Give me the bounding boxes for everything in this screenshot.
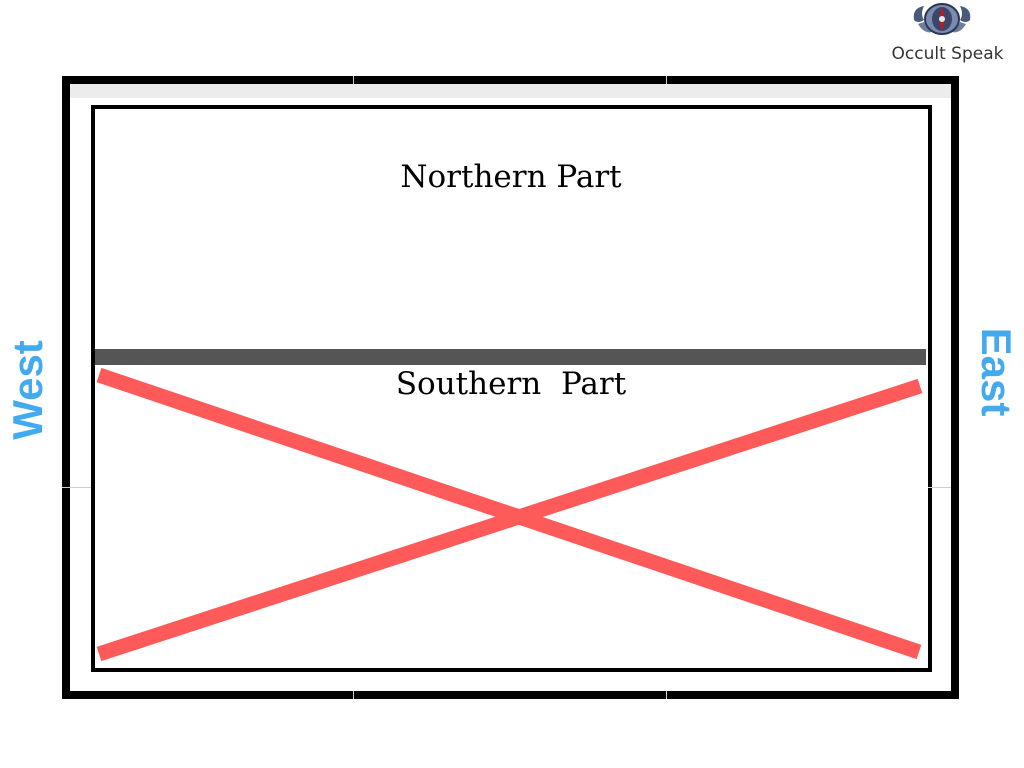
southern-part-label: Southern Part <box>395 366 627 402</box>
logo: Occult Speak <box>880 0 1015 70</box>
inner-frame <box>91 105 932 672</box>
emblem-icon <box>913 3 971 35</box>
grid-tick-right <box>928 487 951 488</box>
north-south-divider <box>95 349 926 365</box>
grid-tick-left <box>62 487 91 488</box>
grid-tick-bottom-right <box>666 691 667 699</box>
outer-frame-inset <box>70 84 951 98</box>
northern-part-label: Northern Part <box>400 159 622 195</box>
outer-frame <box>62 76 959 699</box>
west-label: West <box>4 340 51 440</box>
cross-line-ascending <box>96 378 923 662</box>
east-label: East <box>973 327 1020 417</box>
logo-text: Occult Speak <box>891 44 1004 64</box>
grid-tick-bottom-left <box>353 691 354 699</box>
grid-tick-top-left <box>353 76 354 84</box>
grid-tick-top-right <box>666 76 667 84</box>
